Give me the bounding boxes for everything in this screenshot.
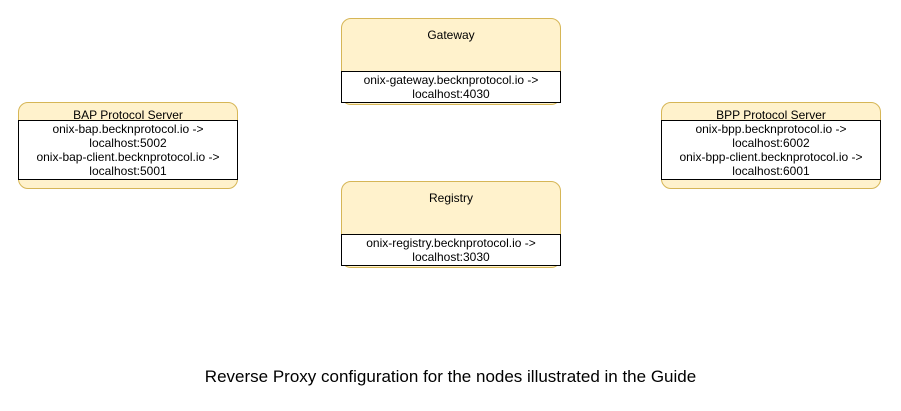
node-bpp-title: BPP Protocol Server (716, 108, 826, 122)
node-gateway: Gateway onix-gateway.becknprotocol.io ->… (341, 18, 561, 105)
mapping-line: localhost:3030 (412, 250, 490, 264)
node-gateway-mapping-box: onix-gateway.becknprotocol.io -> localho… (341, 71, 561, 103)
node-registry-mapping-box: onix-registry.becknprotocol.io -> localh… (341, 234, 561, 266)
node-bpp-protocol-server: BPP Protocol Server onix-bpp.becknprotoc… (661, 102, 881, 189)
mapping-line: onix-registry.becknprotocol.io -> (366, 236, 536, 250)
mapping-line: onix-bpp-client.becknprotocol.io -> (679, 150, 863, 164)
mapping-line: localhost:5002 (89, 136, 167, 150)
node-gateway-title: Gateway (427, 28, 475, 42)
mapping-line: onix-bap.becknprotocol.io -> (52, 122, 204, 136)
node-bap-mapping-box: onix-bap.becknprotocol.io -> localhost:5… (18, 120, 238, 180)
mapping-line: localhost:6001 (732, 164, 810, 178)
node-registry: Registry onix-registry.becknprotocol.io … (341, 181, 561, 268)
mapping-line: localhost:6002 (732, 136, 810, 150)
mapping-line: onix-bpp.becknprotocol.io -> (695, 122, 847, 136)
diagram-caption: Reverse Proxy configuration for the node… (204, 367, 697, 386)
node-registry-title: Registry (428, 191, 473, 205)
mapping-line: onix-gateway.becknprotocol.io -> (363, 73, 539, 87)
mapping-line: localhost:4030 (412, 87, 490, 101)
mapping-line: onix-bap-client.becknprotocol.io -> (36, 150, 220, 164)
mapping-line: localhost:5001 (89, 164, 167, 178)
node-bpp-mapping-box: onix-bpp.becknprotocol.io -> localhost:6… (661, 120, 881, 180)
node-bap-title: BAP Protocol Server (73, 108, 183, 122)
node-bap-protocol-server: BAP Protocol Server onix-bap.becknprotoc… (18, 102, 238, 189)
